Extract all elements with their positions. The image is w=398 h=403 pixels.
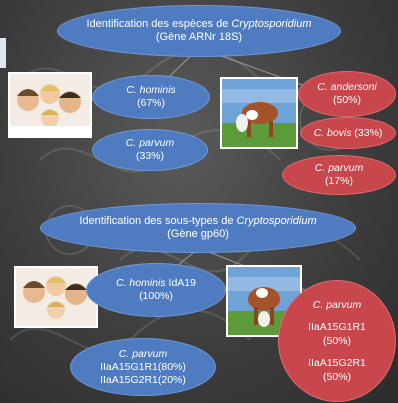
subtype-code: IdA19 [168, 277, 196, 289]
species-hominis-ellipse: C. hominis (67%) [92, 75, 210, 119]
subtype-percent: (50%) [322, 335, 351, 347]
species-title-ellipse: Identification des espèces de Cryptospor… [57, 5, 341, 57]
species-title-text: Identification des espèces de [86, 18, 232, 30]
cow-photo [220, 77, 298, 149]
subtypes-title-text: Identification des sous-types de [79, 215, 237, 227]
species-name: C. parvum [125, 137, 175, 149]
subtype-percent: (100%) [139, 290, 173, 302]
species-percent: (50%) [332, 94, 361, 106]
subtype-line: IIaA15G2R1(20%) [100, 373, 186, 386]
subtypes-title-ellipse: Identification des sous-types de Cryptos… [40, 203, 356, 253]
subtype-hominis-ellipse: C. hominis IdA19 (100%) [86, 263, 226, 317]
species-parvum-cattle-ellipse: C. parvum (17%) [282, 155, 396, 195]
subtype-percent: (50%) [322, 371, 351, 383]
subtype-species-name: C. parvum [312, 299, 362, 311]
family-photo [8, 72, 92, 138]
subtypes-title-genus: Cryptosporidium [236, 215, 317, 227]
species-bovis-ellipse: C. bovis (33%) [300, 117, 396, 149]
species-percent: (67%) [136, 97, 165, 109]
species-parvum-human-ellipse: C. parvum (33%) [92, 129, 208, 171]
species-percent: (33%) [135, 150, 164, 162]
left-edge-tab [0, 38, 6, 68]
species-percent: (17%) [324, 175, 353, 187]
species-name: C. andersoni [317, 81, 377, 93]
subtypes-title-gene: (Gène gp60) [167, 228, 229, 240]
species-name: C. bovis [313, 126, 352, 139]
species-title-genus: Cryptosporidium [231, 18, 312, 30]
species-name: C. hominis [126, 84, 176, 96]
species-percent: (33%) [354, 126, 383, 139]
subtype-parvum-human-ellipse: C. parvum IIaA15G1R1(80%) IIaA15G2R1(20%… [70, 338, 216, 396]
subtype-line: IIaA15G1R1 [308, 321, 366, 333]
species-title-gene: (Gène ARNr 18S) [155, 31, 243, 43]
subtype-species-name: C. parvum [118, 347, 168, 360]
family-photo [14, 266, 98, 328]
species-andersoni-ellipse: C. andersoni (50%) [298, 71, 396, 117]
subtype-species-name: C. hominis [116, 277, 166, 289]
subtype-line: IIaA15G2R1 [308, 357, 366, 369]
species-name: C. parvum [314, 162, 364, 174]
subtype-line: IIaA15G1R1(80%) [100, 360, 186, 373]
subtype-parvum-cattle-ellipse: C. parvum IIaA15G1R1 (50%) IIaA15G2R1 (5… [278, 280, 396, 402]
